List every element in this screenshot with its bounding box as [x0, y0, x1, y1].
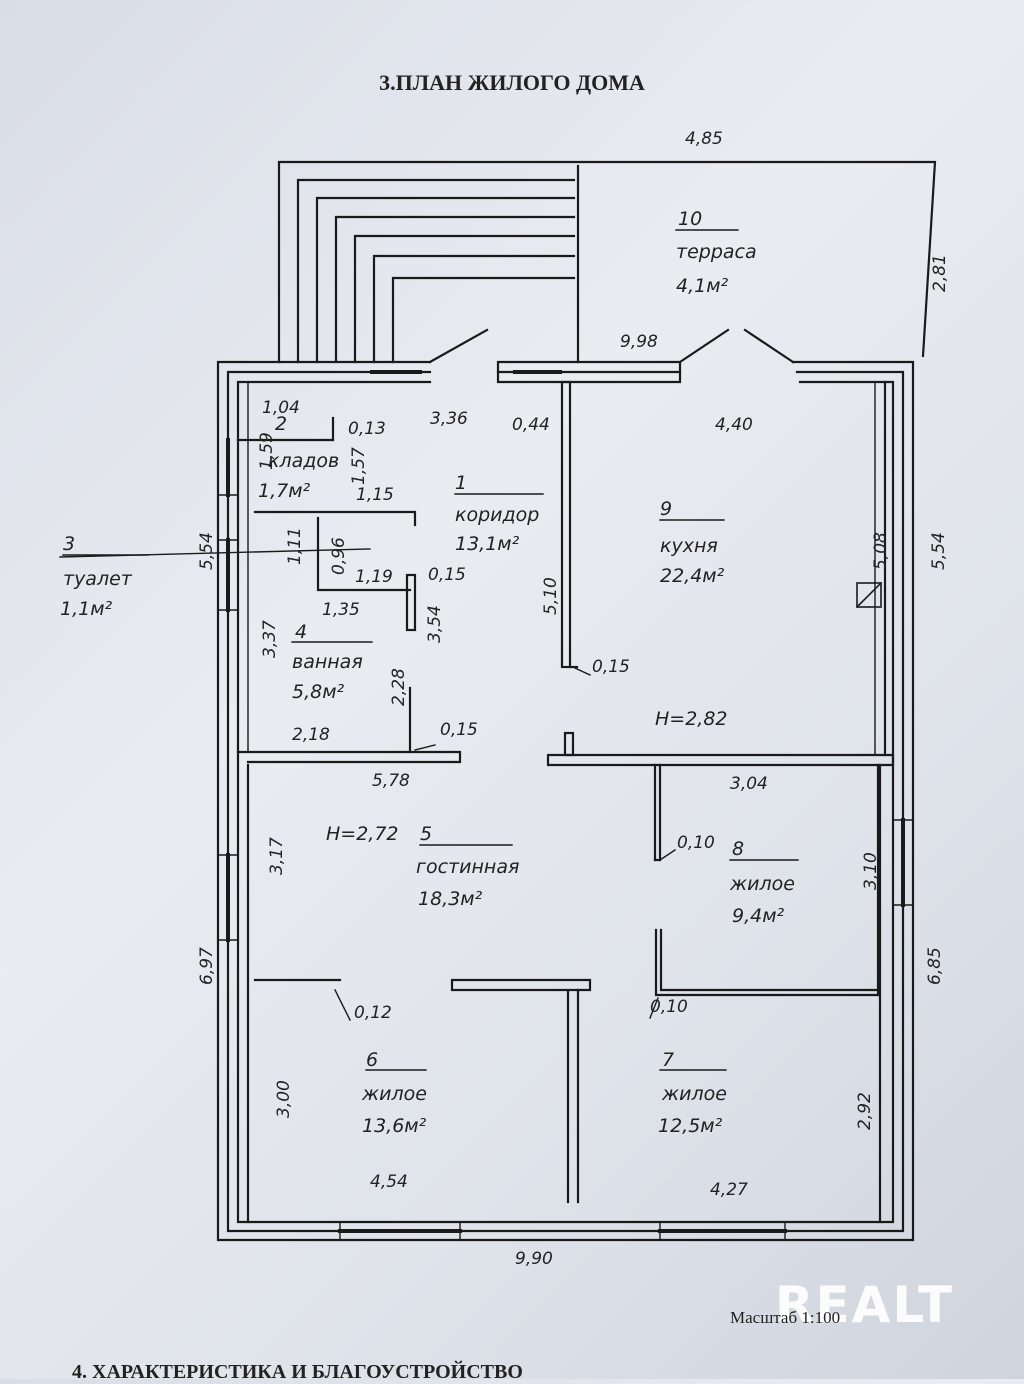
dim-3-04: 3,04 — [730, 774, 768, 794]
room-6-number: 6 — [366, 1049, 378, 1071]
kitchen-vent — [855, 581, 883, 609]
dim-6-85: 6,85 — [925, 947, 945, 985]
room-10-name: терраса — [676, 241, 757, 263]
room-9-number: 9 — [660, 498, 672, 520]
room-8-name: жилое — [729, 873, 795, 895]
dim-2-18: 2,18 — [292, 725, 330, 745]
kitchen-ceiling-height: H=2,82 — [655, 708, 728, 730]
dim-3-10: 3,10 — [861, 852, 881, 890]
dim-3-36: 3,36 — [430, 409, 468, 429]
dim-1-04: 1,04 — [262, 398, 300, 418]
dim-1-59: 1,59 — [257, 432, 277, 470]
dim-1-57: 1,57 — [349, 447, 369, 485]
room-9-area: 22,4м² — [660, 565, 725, 587]
room-6-area: 13,6м² — [362, 1115, 427, 1137]
room-7-name: жилое — [661, 1083, 727, 1105]
dim-3-00: 3,00 — [274, 1080, 294, 1118]
room-7-area: 12,5м² — [658, 1115, 723, 1137]
interior-walls — [236, 380, 895, 1224]
dim-0-12: 0,12 — [354, 1003, 392, 1023]
dim-2-81: 2,81 — [930, 254, 950, 292]
realt-watermark: REALT — [775, 1276, 955, 1334]
room-10-area: 4,1м² — [676, 275, 729, 297]
dim-5-54-left: 5,54 — [197, 532, 217, 570]
label-underlines — [59, 229, 799, 1071]
room-8-area: 9,4м² — [732, 905, 785, 927]
dim-6-97: 6,97 — [197, 947, 217, 985]
dim-2-92: 2,92 — [855, 1092, 875, 1130]
plan-title: 3.ПЛАН ЖИЛОГО ДОМА — [379, 70, 645, 95]
dim-0-13: 0,13 — [348, 419, 386, 439]
room-2-area: 1,7м² — [258, 480, 311, 502]
room-2-number: 2 — [275, 413, 287, 435]
room-3-area: 1,1м² — [60, 598, 113, 620]
dim-1-19: 1,19 — [355, 567, 393, 587]
room-5-name: гостинная — [416, 856, 519, 878]
room-3-number: 3 — [63, 533, 75, 555]
room-1-area: 13,1м² — [455, 533, 520, 555]
windows — [226, 370, 905, 1233]
living-ceiling-height: H=2,72 — [326, 823, 399, 845]
room-6-name: жилое — [361, 1083, 427, 1105]
dim-5-78: 5,78 — [372, 771, 410, 791]
dim-5-08: 5,08 — [871, 532, 891, 570]
next-section-heading: 4. ХАРАКТЕРИСТИКА И БЛАГОУСТРОЙСТВО — [72, 1361, 523, 1383]
room-10-number: 10 — [678, 208, 702, 230]
dim-5-54-right: 5,54 — [929, 532, 949, 570]
room-9-name: кухня — [660, 535, 718, 557]
dim-4-85: 4,85 — [685, 129, 723, 149]
dim-1-35: 1,35 — [322, 600, 360, 620]
dim-3-37: 3,37 — [260, 620, 280, 658]
room-4-area: 5,8м² — [292, 681, 345, 703]
dim-2-28: 2,28 — [389, 668, 409, 706]
room-1-number: 1 — [455, 472, 467, 494]
dim-9-98: 9,98 — [620, 332, 658, 352]
dim-0-15-c: 0,15 — [440, 720, 478, 740]
room-3-name: туалет — [63, 568, 133, 590]
room-5-area: 18,3м² — [418, 888, 483, 910]
room-4-number: 4 — [295, 621, 307, 643]
dim-4-54: 4,54 — [370, 1172, 408, 1192]
dim-0-44: 0,44 — [512, 415, 550, 435]
dim-0-10-b: 0,10 — [650, 997, 688, 1017]
dim-0-15-a: 0,15 — [428, 565, 466, 585]
room-5-number: 5 — [420, 823, 432, 845]
dim-0-96: 0,96 — [329, 537, 349, 575]
exterior-walls — [216, 360, 915, 1242]
dim-3-54: 3,54 — [425, 605, 445, 643]
room-7-number: 7 — [662, 1049, 674, 1071]
dim-0-10-a: 0,10 — [677, 833, 715, 853]
room-2-name: кладов — [268, 450, 339, 472]
dim-0-15-b: 0,15 — [592, 657, 630, 677]
terrace-outline — [277, 160, 937, 364]
room-4-name: ванная — [292, 651, 363, 673]
dim-5-10: 5,10 — [541, 577, 561, 615]
room-8-number: 8 — [732, 838, 744, 860]
dim-1-11: 1,11 — [285, 527, 305, 565]
scale-label: Масштаб 1:100 — [730, 1308, 841, 1327]
wall-thickness — [217, 381, 914, 1241]
dim-4-27: 4,27 — [710, 1180, 748, 1200]
dim-1-15: 1,15 — [356, 485, 394, 505]
dim-4-40: 4,40 — [715, 415, 753, 435]
dim-3-17: 3,17 — [267, 837, 287, 875]
room-1-name: коридор — [455, 504, 539, 526]
dim-9-90: 9,90 — [515, 1249, 553, 1269]
doors — [428, 328, 795, 364]
